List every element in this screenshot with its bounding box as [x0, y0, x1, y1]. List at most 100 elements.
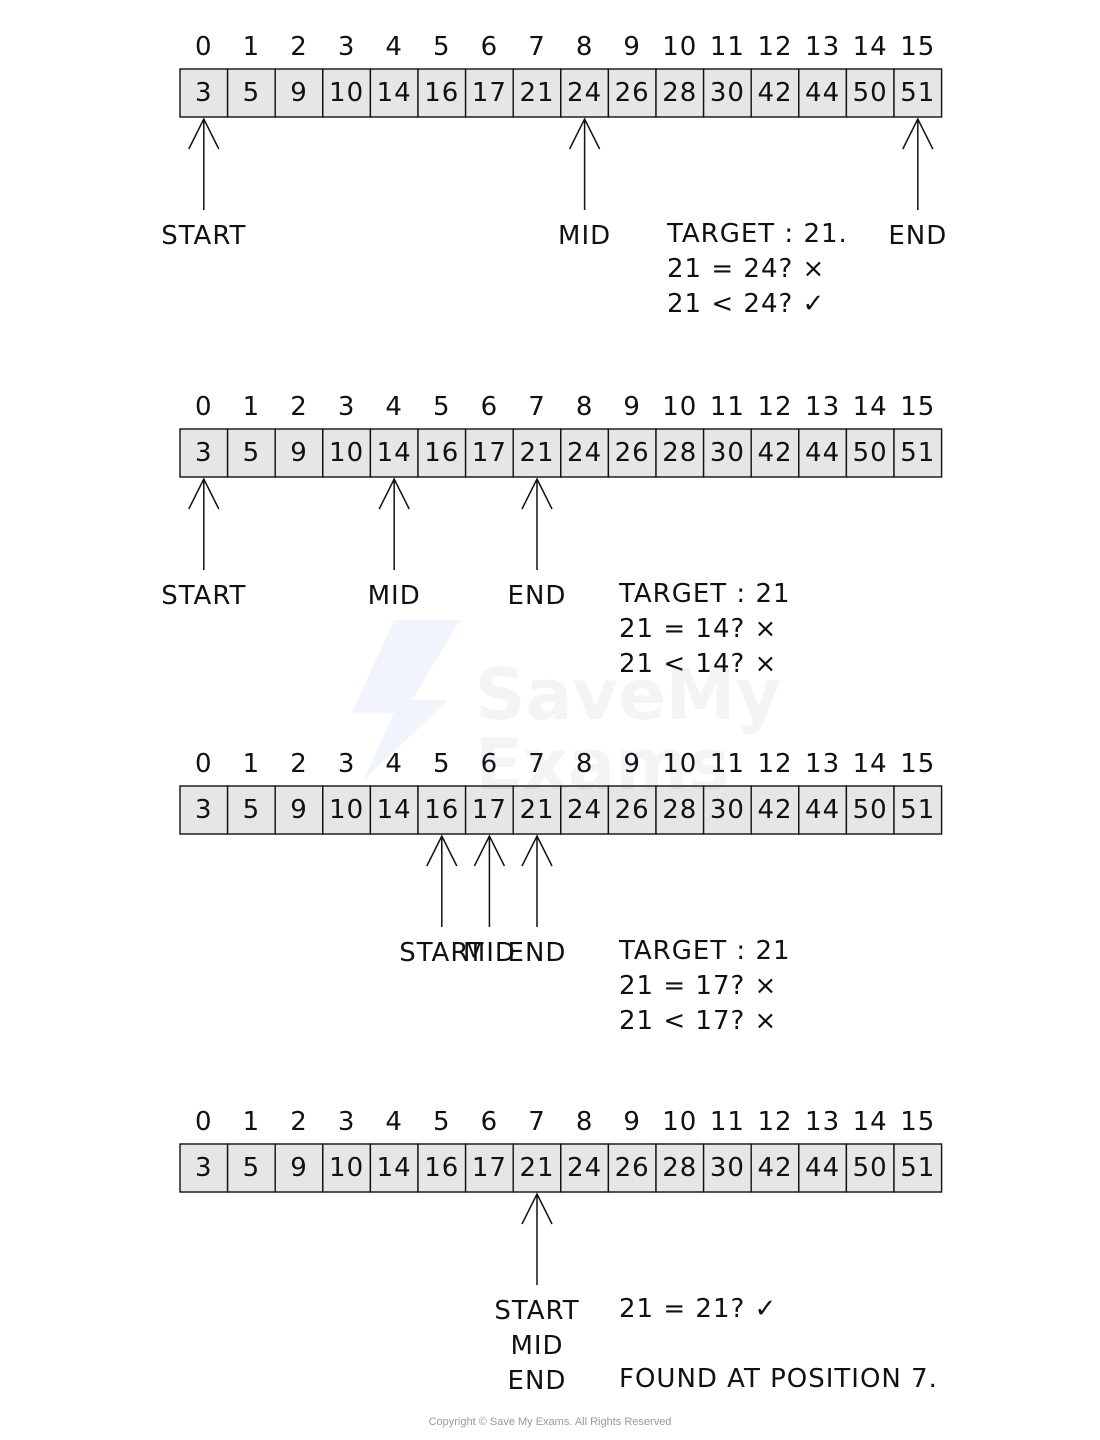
note-text: FOUND AT POSITION 7. [619, 1364, 938, 1394]
index-label: 9 [623, 749, 641, 779]
index-label: 12 [757, 392, 793, 422]
array-cell [655, 428, 705, 478]
index-label: 15 [900, 1107, 936, 1137]
index-label: 0 [195, 1107, 213, 1137]
index-label: 7 [528, 392, 546, 422]
index-label: 4 [385, 392, 403, 422]
index-label: 10 [662, 32, 698, 62]
array-cell [417, 785, 467, 835]
pointer-arrow [426, 834, 458, 927]
pointer-arrow [188, 477, 220, 570]
index-label: 13 [805, 32, 841, 62]
cell-value: 30 [709, 795, 745, 825]
cell-value: 17 [471, 795, 507, 825]
cell-value: 28 [662, 795, 698, 825]
pointer-label: END [507, 938, 567, 968]
note-text: TARGET : 21 [619, 579, 791, 609]
note-text: 21 < 24? ✓ [667, 289, 826, 319]
array-cell [607, 785, 657, 835]
cell-value: 17 [471, 78, 507, 108]
index-label: 6 [480, 392, 499, 422]
cell-value: 42 [757, 438, 793, 468]
array-cell [464, 1143, 514, 1193]
step-1-array [179, 68, 943, 210]
index-label: 4 [385, 1107, 403, 1137]
pointer-label: START MID END [494, 1296, 580, 1396]
cell-value: 14 [376, 795, 412, 825]
index-label: 5 [433, 32, 451, 62]
step-2-array [179, 428, 943, 570]
cell-value: 44 [805, 78, 841, 108]
cell-value: 51 [900, 795, 936, 825]
pointer-arrow [378, 477, 410, 570]
array-cell [702, 428, 752, 478]
cell-value: 3 [195, 78, 213, 108]
index-label: 12 [757, 749, 793, 779]
cell-value: 30 [709, 438, 745, 468]
pointer-arrow [521, 1192, 553, 1285]
index-label: 7 [528, 1107, 546, 1137]
cell-value: 51 [900, 78, 936, 108]
cell-value: 44 [805, 795, 841, 825]
index-label: 14 [852, 392, 888, 422]
cell-value: 26 [614, 78, 650, 108]
pointer-arrow [473, 834, 506, 927]
index-label: 2 [290, 1107, 308, 1137]
array-cell [798, 1143, 848, 1193]
note-text: TARGET : 21. [667, 219, 848, 249]
pointer-arrow [521, 477, 553, 570]
index-label: 15 [900, 32, 936, 62]
pointer-arrow [521, 834, 553, 927]
pointer-label: MID [367, 581, 421, 611]
cell-value: 17 [471, 1153, 507, 1183]
index-label: 11 [709, 32, 745, 62]
step-3-array [179, 785, 943, 927]
array-cell [798, 428, 848, 478]
array-cell [179, 428, 229, 478]
index-label: 14 [852, 1107, 888, 1137]
cell-value: 28 [662, 1153, 698, 1183]
cell-value: 3 [195, 1153, 213, 1183]
array-cell [322, 785, 372, 835]
cell-value: 30 [709, 1153, 745, 1183]
index-label: 1 [242, 1107, 261, 1137]
index-label: 14 [852, 32, 888, 62]
array-cell [179, 785, 229, 835]
cell-value: 21 [519, 1153, 555, 1183]
cell-value: 42 [757, 78, 793, 108]
cell-value: 21 [519, 438, 555, 468]
cell-value: 9 [290, 795, 308, 825]
array-cell [750, 785, 800, 835]
cell-value: 24 [567, 78, 603, 108]
array-cell [322, 1143, 372, 1193]
array-cell [607, 68, 657, 118]
pointer-label: START [161, 581, 247, 611]
index-label: 6 [480, 1107, 499, 1137]
pointer-label: START [161, 221, 247, 251]
index-label: 8 [575, 32, 594, 62]
copyright-text: Copyright © Save My Exams. All Rights Re… [428, 1416, 672, 1428]
cell-value: 50 [852, 78, 888, 108]
note-text: TARGET : 21 [619, 936, 791, 966]
index-label: 9 [623, 1107, 641, 1137]
array-cell [750, 428, 800, 478]
cell-value: 3 [195, 795, 213, 825]
note-text: 21 = 21? ✓ [619, 1294, 778, 1324]
cell-value: 26 [614, 438, 650, 468]
index-label: 7 [528, 749, 546, 779]
index-label: 1 [242, 32, 261, 62]
pointer-label: MID [558, 221, 612, 251]
cell-value: 5 [242, 78, 261, 108]
index-label: 1 [242, 392, 261, 422]
array-cell [845, 1143, 895, 1193]
index-label: 11 [709, 392, 745, 422]
array-cell [560, 1143, 610, 1193]
array-cell [369, 785, 419, 835]
array-cell [512, 428, 562, 478]
index-label: 5 [433, 749, 451, 779]
cell-value: 16 [424, 795, 460, 825]
index-label: 8 [575, 1107, 594, 1137]
index-label: 5 [433, 1107, 451, 1137]
cell-value: 14 [376, 1153, 412, 1183]
